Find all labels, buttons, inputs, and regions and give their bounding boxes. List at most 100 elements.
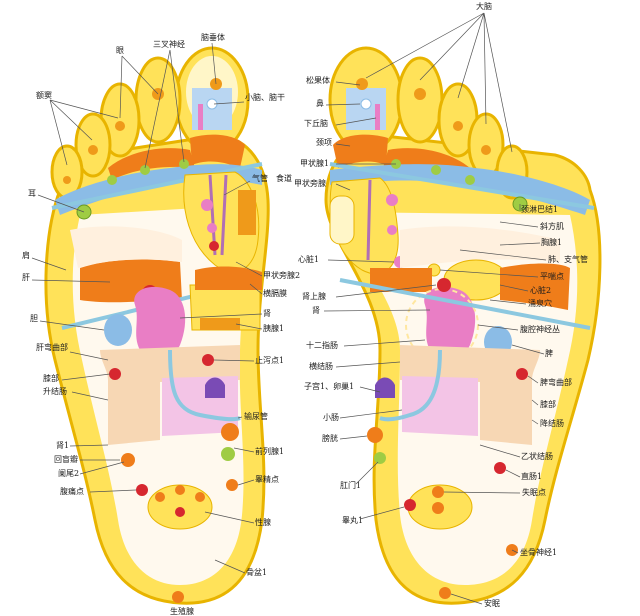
left-lung-light <box>70 226 182 268</box>
right-throat-point-2 <box>387 225 397 235</box>
label-kidney-1: 肾1 <box>56 441 69 450</box>
left-throat-point-2 <box>207 223 217 233</box>
left-trachea-line-2 <box>220 174 228 256</box>
left-toe-junction-3 <box>179 159 189 169</box>
label-neck: 颈项 <box>316 138 332 147</box>
label-trigeminal: 三叉神经 <box>153 39 185 49</box>
label-yongquan: 涌泉穴 <box>528 298 552 308</box>
right-foot <box>324 46 602 605</box>
left-appendix-point <box>121 453 135 467</box>
label-pineal: 松果体 <box>306 75 330 85</box>
label-nasal-sinus: 额窦 <box>36 90 52 100</box>
right-testis-point <box>404 499 416 511</box>
label-spleen: 脾 <box>545 348 553 358</box>
right-sinus-point-1 <box>481 145 491 155</box>
left-colon <box>100 345 240 445</box>
left-big-toe-base-band <box>190 134 245 168</box>
left-stop-diarrhea-point <box>202 354 214 366</box>
left-bladder-symbol <box>205 377 225 398</box>
label-chest: 胸腺1 <box>541 237 562 247</box>
left-lymph-line <box>51 162 263 210</box>
label-sigmoid: 乙状结肠 <box>521 451 553 461</box>
label-anus: 肛门1 <box>340 480 361 490</box>
label-ileocecal: 回盲瓣 <box>54 454 78 464</box>
right-heel-point <box>432 502 444 514</box>
label-ascending-colon: 升结肠 <box>43 386 67 396</box>
left-throat-point-1 <box>201 199 213 211</box>
left-sinus-point-1 <box>88 145 98 155</box>
left-heel-point-1 <box>155 492 165 502</box>
right-labels: 大脑 松果体 鼻 下丘脑 颈项 甲状腺1 甲状旁腺 颈淋巴结1 斜方肌 胸腺1 … <box>294 1 588 608</box>
label-transverse-colon: 横结肠 <box>309 361 333 371</box>
right-big-toe-base-band <box>333 134 388 168</box>
label-ureter: 输尿管 <box>244 411 268 421</box>
right-hypothalamus-point <box>360 98 372 110</box>
label-adrenal: 肾上腺 <box>302 291 326 301</box>
label-bladder: 膀胱 <box>322 433 338 443</box>
label-duodenum: 十二指肠 <box>306 340 338 350</box>
left-prostate-green <box>221 447 235 461</box>
label-rectum: 直肠1 <box>521 471 542 481</box>
label-abdominal-pain: 腹痛点 <box>60 486 84 496</box>
left-esophagus <box>238 190 256 235</box>
right-ureter <box>379 349 442 422</box>
label-pituitary: 脑垂体 <box>201 32 225 42</box>
left-kidney-blue <box>104 314 132 346</box>
label-nose: 鼻 <box>316 98 324 108</box>
left-labels: 额窦 眼 三叉神经 脑垂体 小脑、脑干 耳 气管 食道 肩 肝 甲状旁腺2 横膈… <box>22 32 300 616</box>
label-prostate: 前列腺1 <box>255 446 284 456</box>
right-small-intestine <box>402 376 478 436</box>
label-knee-r: 膝部 <box>540 399 556 409</box>
label-diaphragm: 横膈膜 <box>263 288 287 298</box>
left-prostate-point <box>221 423 239 441</box>
right-sleep-point <box>439 587 451 599</box>
right-trachea-line <box>366 179 372 261</box>
label-solar-plexus: 腹腔神经丛 <box>520 324 560 334</box>
right-adrenal <box>370 268 432 292</box>
label-sleep: 安眠 <box>484 598 500 608</box>
label-parathyroid-r: 甲状旁腺 <box>294 178 326 188</box>
right-throat-point-1 <box>386 194 398 206</box>
label-ear: 耳 <box>28 189 36 198</box>
label-lung: 肺、支气管 <box>548 254 588 264</box>
label-heart-right: 心脏2 <box>530 285 551 295</box>
right-toe-junction-1 <box>465 175 475 185</box>
label-stop-diarrhea: 止泻点1 <box>255 355 284 365</box>
right-rectum-point <box>494 462 506 474</box>
label-eye: 眼 <box>116 46 124 55</box>
label-hepatic-flexure: 肝弯曲部 <box>36 342 68 352</box>
right-adrenal-point <box>437 278 451 292</box>
label-trachea: 气管 <box>252 173 268 183</box>
left-sinus-point-2 <box>63 176 71 184</box>
label-esophagus: 食道 <box>276 173 292 183</box>
left-trigeminal-band <box>108 148 195 180</box>
right-sciatic-point <box>506 544 518 556</box>
left-eye-point-2 <box>115 121 125 131</box>
label-thyroid: 甲状腺1 <box>300 158 329 168</box>
left-testis-point <box>226 479 238 491</box>
label-brain: 大脑 <box>476 1 492 11</box>
label-pelvis: 骨盆1 <box>246 567 267 577</box>
left-throat-point-3 <box>209 241 219 251</box>
left-kidney <box>134 286 186 360</box>
right-liver <box>500 263 570 310</box>
label-splenic-flexure: 脾弯曲部 <box>540 377 572 387</box>
label-bottom-cut: 生殖腺 <box>170 606 194 616</box>
right-insomnia-point <box>432 486 444 498</box>
label-kidney: 肾 <box>263 309 271 318</box>
left-abdominal-point <box>136 484 148 496</box>
label-cerebellum: 小脑、脑干 <box>245 92 285 102</box>
left-pancreas-orange <box>200 318 240 330</box>
label-hypothalamus: 下丘脑 <box>304 118 328 128</box>
right-lymph-line <box>329 162 595 210</box>
left-heel-point-3 <box>195 492 205 502</box>
left-adrenal <box>195 266 262 290</box>
label-liver: 肝 <box>22 273 30 282</box>
left-heel-point-2 <box>175 485 185 495</box>
right-pituitary-bar <box>375 104 380 130</box>
right-anus-point <box>374 452 386 464</box>
label-sciatic: 坐骨神经1 <box>520 547 557 557</box>
left-toe-junction-2 <box>140 165 150 175</box>
right-toe-junction-2 <box>431 165 441 175</box>
